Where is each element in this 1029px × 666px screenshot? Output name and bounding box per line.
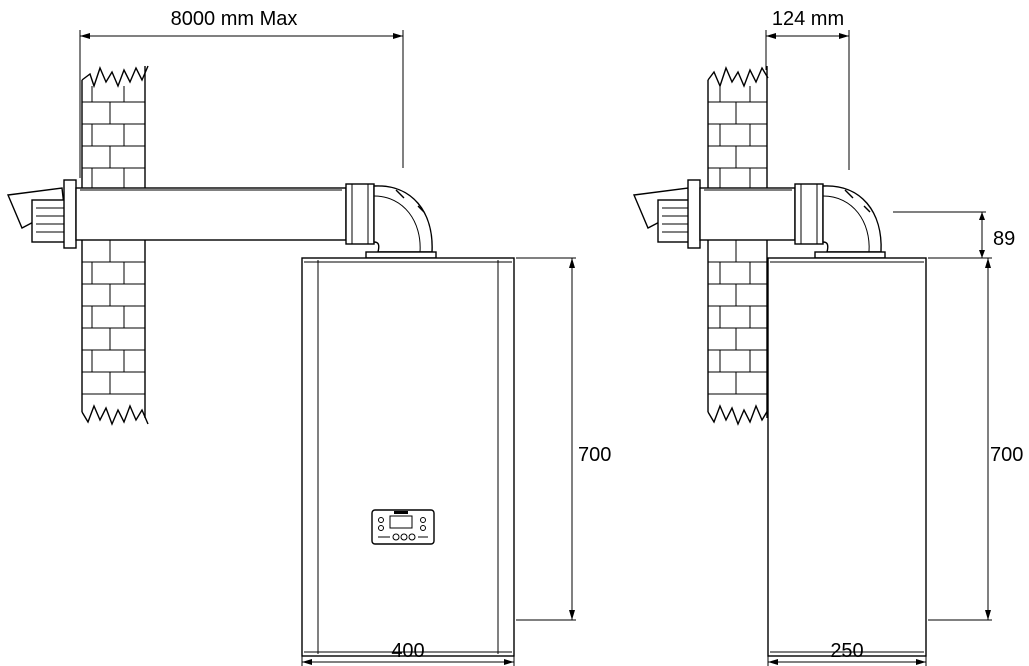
wall-clearance-label: 124 mm bbox=[772, 8, 844, 30]
side-height-dimension: 700 bbox=[928, 257, 1023, 621]
side-wall-upper bbox=[707, 66, 769, 188]
side-depth-dimension: 250 bbox=[767, 640, 927, 666]
boiler-control-panel bbox=[371, 509, 435, 545]
side-flue-height-dimension: 89 bbox=[893, 211, 1015, 259]
flue-height-label: 89 bbox=[993, 228, 1015, 250]
front-wall-upper bbox=[81, 65, 149, 188]
side-wall-lower bbox=[707, 240, 769, 426]
front-width-dimension: 400 bbox=[301, 640, 515, 666]
front-flue-pipe bbox=[75, 183, 375, 245]
front-flue-terminal bbox=[6, 179, 77, 249]
side-wall-clearance-dimension: 124 mm bbox=[765, 8, 850, 170]
side-height-label: 700 bbox=[990, 444, 1023, 466]
side-flue-terminal bbox=[632, 179, 701, 249]
front-height-label: 700 bbox=[578, 444, 611, 466]
front-flue-elbow bbox=[365, 185, 437, 259]
side-boiler-casing bbox=[767, 257, 927, 657]
front-height-dimension: 700 bbox=[516, 257, 611, 621]
side-flue-elbow bbox=[814, 185, 886, 259]
side-view: 124 mm 89 700 250 bbox=[632, 8, 1023, 666]
front-view: 8000 mm Max 700 400 bbox=[6, 8, 611, 666]
front-boiler-casing bbox=[301, 257, 515, 657]
front-flue-length-dimension: 8000 mm Max bbox=[79, 8, 404, 178]
side-depth-label: 250 bbox=[830, 640, 863, 662]
front-wall-lower bbox=[81, 240, 149, 426]
side-flue-pipe bbox=[699, 183, 824, 245]
flue-length-label: 8000 mm Max bbox=[171, 8, 298, 30]
front-width-label: 400 bbox=[391, 640, 424, 662]
